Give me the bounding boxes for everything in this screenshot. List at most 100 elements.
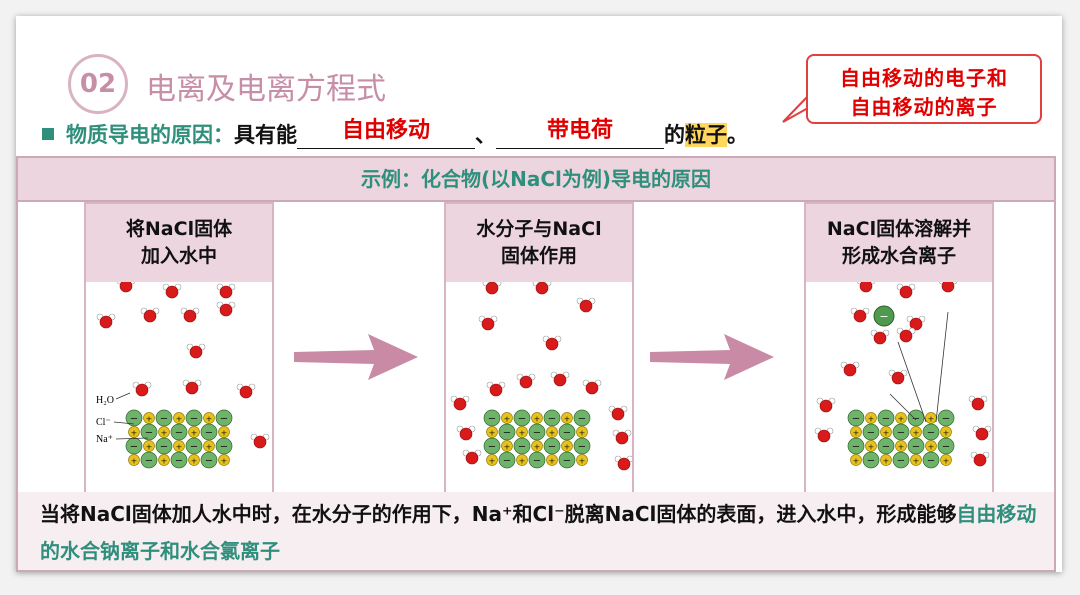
svg-text:−: − — [912, 442, 920, 453]
water-molecules — [450, 282, 632, 471]
sodium-ion: + — [516, 454, 528, 466]
sodium-ion: + — [865, 412, 877, 424]
sodium-ion: + — [910, 454, 922, 466]
chloride-ion: − — [215, 409, 233, 427]
svg-text:−: − — [912, 414, 920, 425]
svg-text:+: + — [579, 457, 586, 466]
svg-text:−: − — [533, 428, 541, 439]
chloride-ion: − — [498, 451, 516, 469]
svg-text:−: − — [548, 442, 556, 453]
svg-text:−: − — [942, 414, 950, 425]
svg-text:−: − — [190, 442, 198, 453]
svg-text:−: − — [145, 456, 153, 467]
dissociation-arrows — [889, 311, 949, 423]
nacl-lattice: −+−+−+−+−+−+−+−+−+−+−+−+−+−+ — [125, 409, 233, 469]
svg-text:+: + — [579, 429, 586, 438]
water-molecules — [96, 282, 270, 449]
svg-text:−: − — [518, 414, 526, 425]
stage-1-diagram: −+−+−+−+−+−+−+−+−+−+−+−+−+−+ H₂O Cl⁻ Na⁺ — [96, 282, 270, 469]
svg-text:−: − — [897, 456, 905, 467]
svg-text:+: + — [928, 443, 935, 452]
water-molecule — [896, 327, 916, 343]
chloride-ion: − — [140, 423, 158, 441]
chloride-ion: − — [907, 437, 925, 455]
svg-text:−: − — [175, 428, 183, 439]
sodium-ion: + — [501, 440, 513, 452]
svg-text:+: + — [913, 429, 920, 438]
water-molecule — [870, 329, 890, 345]
sodium-ion: + — [576, 426, 588, 438]
water-molecule — [970, 451, 990, 467]
water-molecule — [140, 307, 160, 323]
svg-text:+: + — [131, 457, 138, 466]
chloride-ion: − — [937, 409, 955, 427]
arrow-right-icon — [650, 334, 774, 380]
water-molecule — [814, 427, 834, 443]
stage-3: NaCl固体溶解并 形成水合离子 −+−+−+−+−+−+−+−+−+−+−+−… — [804, 202, 994, 492]
sodium-ion: + — [188, 454, 200, 466]
svg-text:−: − — [867, 428, 875, 439]
answer-callout: 自由移动的电子和 自由移动的离子 — [806, 54, 1042, 124]
svg-text:+: + — [146, 415, 153, 424]
svg-text:−: − — [220, 414, 228, 425]
svg-text:−: − — [852, 414, 860, 425]
svg-text:−: − — [130, 414, 138, 425]
sodium-ion: + — [158, 454, 170, 466]
highlighted-word: 粒子 — [685, 123, 727, 147]
water-molecule — [486, 381, 506, 397]
callout-tail — [782, 95, 809, 123]
water-molecule — [516, 373, 536, 389]
chloride-ion: − — [543, 409, 561, 427]
water-molecule — [582, 379, 602, 395]
svg-text:+: + — [913, 457, 920, 466]
example-header: 示例：化合物(以NaCl为例)导电的原因 — [18, 158, 1054, 202]
callout-line-2: 自由移动的离子 — [850, 95, 998, 119]
callout-line-1: 自由移动的电子和 — [840, 66, 1008, 90]
chloride-ion: − — [862, 423, 880, 441]
sodium-ion: + — [561, 440, 573, 452]
sodium-ion: + — [173, 412, 185, 424]
blank-1-answer: 自由移动 — [341, 118, 430, 143]
svg-text:−: − — [882, 442, 890, 453]
water-molecule — [840, 361, 860, 377]
svg-text:+: + — [191, 429, 198, 438]
water-molecule — [816, 397, 836, 413]
water-molecule — [180, 307, 200, 323]
water-molecule — [968, 395, 988, 411]
chloride-ion: − — [558, 423, 576, 441]
reason-label: 物质导电的原因： — [66, 123, 234, 147]
water-molecule — [856, 282, 876, 293]
svg-text:−: − — [852, 442, 860, 453]
svg-text:+: + — [943, 429, 950, 438]
svg-text:+: + — [943, 457, 950, 466]
sodium-ion: + — [895, 412, 907, 424]
nacl-lattice: −+−+−+−+−+−+−+−+−+−+−+−+−+−+ — [483, 409, 591, 469]
chloride-ion: − — [200, 423, 218, 441]
example-panel: 示例：化合物(以NaCl为例)导电的原因 将NaCl固体 加入水中 −+−+−+… — [16, 156, 1056, 572]
reason-period: 。 — [727, 123, 748, 147]
svg-text:−: − — [897, 428, 905, 439]
example-diagrams: 将NaCl固体 加入水中 −+−+−+−+−+−+−+−+−+−+−+−+−+−… — [18, 202, 1054, 492]
chloride-label: Cl⁻ — [96, 417, 111, 428]
svg-text:−: − — [882, 414, 890, 425]
svg-text:+: + — [564, 415, 571, 424]
chloride-ion: − — [155, 437, 173, 455]
stage-1: 将NaCl固体 加入水中 −+−+−+−+−+−+−+−+−+−+−+−+−+−… — [84, 202, 274, 492]
svg-text:+: + — [519, 457, 526, 466]
sodium-ion: + — [143, 412, 155, 424]
svg-text:+: + — [898, 415, 905, 424]
sodium-ion: + — [940, 454, 952, 466]
svg-text:+: + — [206, 415, 213, 424]
sodium-ion: + — [218, 426, 230, 438]
sodium-ion: + — [143, 440, 155, 452]
sodium-ion: + — [925, 412, 937, 424]
svg-text:+: + — [489, 429, 496, 438]
stage-1-title: 将NaCl固体 加入水中 — [86, 204, 272, 282]
chloride-ion: − — [937, 437, 955, 455]
svg-text:−: − — [578, 414, 586, 425]
water-molecule — [550, 371, 570, 387]
svg-text:−: − — [503, 428, 511, 439]
sodium-ion: + — [561, 412, 573, 424]
chloride-ion: − — [922, 451, 940, 469]
sodium-ion: + — [576, 454, 588, 466]
